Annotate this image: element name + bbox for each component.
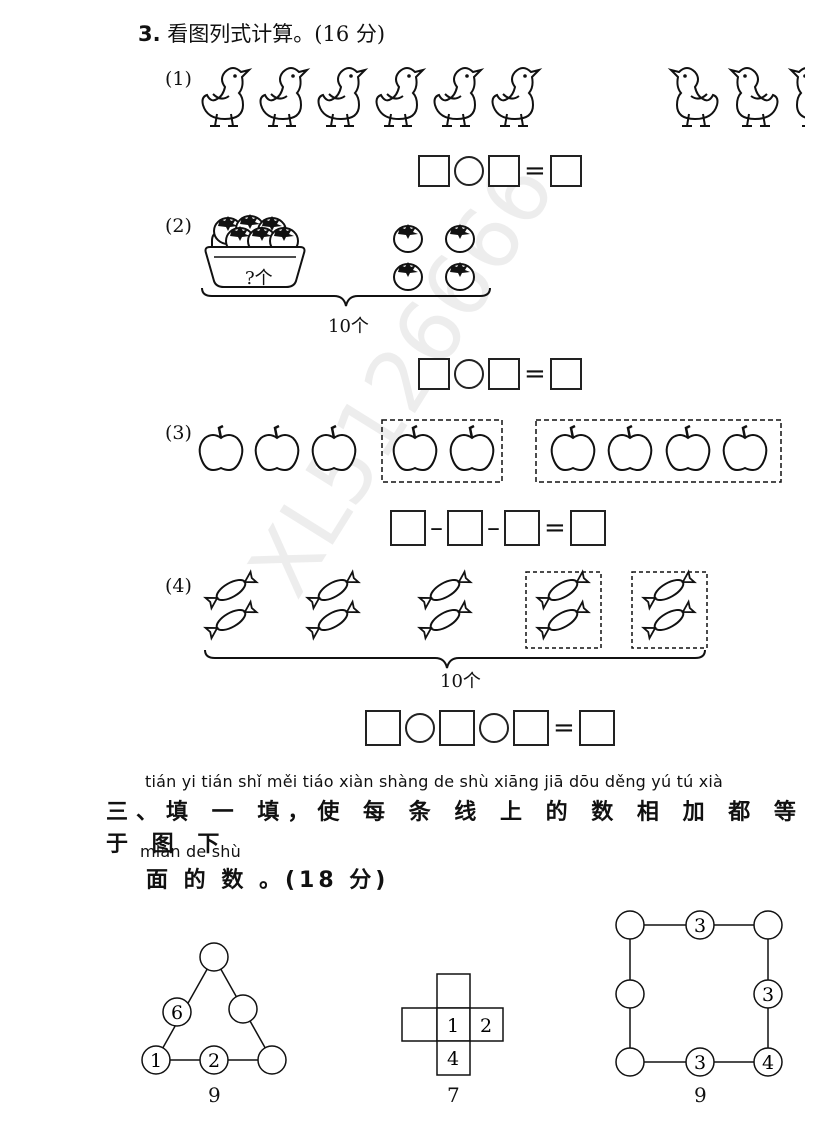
node-value: 3 xyxy=(694,1052,706,1074)
chick-icon xyxy=(491,67,540,127)
dashed-group xyxy=(631,571,708,649)
chick-icon xyxy=(375,67,424,127)
equation-3: – – = xyxy=(390,510,606,546)
cell-value: 4 xyxy=(447,1048,459,1070)
operator-circle[interactable] xyxy=(405,713,435,743)
answer-box[interactable] xyxy=(439,710,475,746)
answer-box[interactable] xyxy=(513,710,549,746)
section-heading-1: 三、填 一 填，使 每 条 线 上 的 数 相 加 都 等 于 图 下 xyxy=(106,800,804,857)
number-cell xyxy=(469,1007,504,1042)
blank-cell xyxy=(401,1007,438,1042)
equals-sign: = xyxy=(553,713,575,743)
equals-sign: = xyxy=(544,513,566,543)
equation-1: = xyxy=(418,155,582,187)
section-heading-2: 面 的 数 。(18 分) xyxy=(146,868,390,893)
sub4-label: (4) xyxy=(165,575,192,597)
number-node xyxy=(199,1045,229,1075)
equation-4: = xyxy=(365,710,615,746)
operator-circle[interactable] xyxy=(479,713,509,743)
blank-node xyxy=(615,910,645,940)
number-cell xyxy=(436,1040,471,1076)
pinyin-line-2: miàn de shù xyxy=(140,842,241,861)
answer-box[interactable] xyxy=(447,510,483,546)
operator-circle[interactable] xyxy=(454,359,484,389)
cross-puzzle: 1 2 4 xyxy=(401,973,504,1076)
blank-node xyxy=(615,1047,645,1077)
chick-icon xyxy=(670,67,719,127)
basket-icon xyxy=(204,213,306,288)
brace-label-2: 10个 xyxy=(328,316,369,337)
dashed-group xyxy=(535,419,782,483)
equation-2: = xyxy=(418,358,582,390)
cell-value: 1 xyxy=(447,1015,459,1037)
question-title-text: 看图列式计算。(16 分) xyxy=(167,22,386,46)
answer-box[interactable] xyxy=(569,510,606,546)
answer-box[interactable] xyxy=(390,510,426,546)
number-node xyxy=(753,1047,783,1077)
number-node xyxy=(753,979,783,1009)
blank-node xyxy=(199,942,229,972)
node-value: 4 xyxy=(762,1052,774,1074)
chick-row xyxy=(201,67,805,127)
node-value: 6 xyxy=(171,1002,183,1024)
node-value: 1 xyxy=(150,1050,162,1072)
chick-icon xyxy=(259,67,308,127)
blank-node xyxy=(257,1045,287,1075)
dashed-group xyxy=(381,419,503,483)
cell-value: 2 xyxy=(480,1015,492,1037)
equals-sign: = xyxy=(524,156,546,186)
brace xyxy=(201,287,491,307)
question-number: 3. xyxy=(138,22,161,46)
operator-circle[interactable] xyxy=(454,156,484,186)
minus-sign: – xyxy=(430,513,443,543)
blank-node xyxy=(753,910,783,940)
candy-row xyxy=(203,569,708,669)
minus-sign: – xyxy=(487,513,500,543)
answer-box[interactable] xyxy=(418,358,450,390)
brace-label-4: 10个 xyxy=(440,671,481,692)
answer-box[interactable] xyxy=(418,155,450,187)
number-node xyxy=(162,997,192,1027)
sub2-label: (2) xyxy=(165,215,192,237)
triangle-puzzle: 6 1 2 xyxy=(141,942,287,1075)
node-value: 3 xyxy=(694,915,706,937)
basket-label: ?个 xyxy=(245,268,273,289)
answer-box[interactable] xyxy=(578,710,615,746)
blank-node xyxy=(615,979,645,1009)
answer-box[interactable] xyxy=(504,510,540,546)
answer-box[interactable] xyxy=(365,710,401,746)
number-node xyxy=(685,1047,715,1077)
answer-box[interactable] xyxy=(549,155,582,187)
chick-icon xyxy=(317,67,366,127)
blank-cell xyxy=(436,973,471,1009)
square-puzzle: 3 3 3 4 xyxy=(615,910,783,1077)
sub3-label: (3) xyxy=(165,422,192,444)
equals-sign: = xyxy=(524,359,546,389)
number-node xyxy=(685,910,715,940)
node-value: 3 xyxy=(762,984,774,1006)
answer-box[interactable] xyxy=(488,155,520,187)
chick-icon xyxy=(790,67,805,127)
number-node xyxy=(141,1045,171,1075)
apple-row xyxy=(198,419,782,483)
chick-icon xyxy=(201,67,250,127)
dashed-group xyxy=(525,571,602,649)
triangle-target: 9 xyxy=(208,1083,221,1107)
persimmon-group xyxy=(204,213,475,291)
answer-box[interactable] xyxy=(488,358,520,390)
answer-box[interactable] xyxy=(549,358,582,390)
pinyin-line-1: tián yi tián shǐ měi tiáo xiàn shàng de … xyxy=(145,772,724,791)
node-value: 2 xyxy=(208,1050,220,1072)
blank-node xyxy=(228,994,258,1024)
chick-icon xyxy=(730,67,779,127)
square-target: 9 xyxy=(694,1083,707,1107)
chick-icon xyxy=(433,67,482,127)
cross-target: 7 xyxy=(447,1083,460,1107)
question-title: 3. 看图列式计算。(16 分) xyxy=(138,18,385,48)
sub1-label: (1) xyxy=(165,68,192,90)
